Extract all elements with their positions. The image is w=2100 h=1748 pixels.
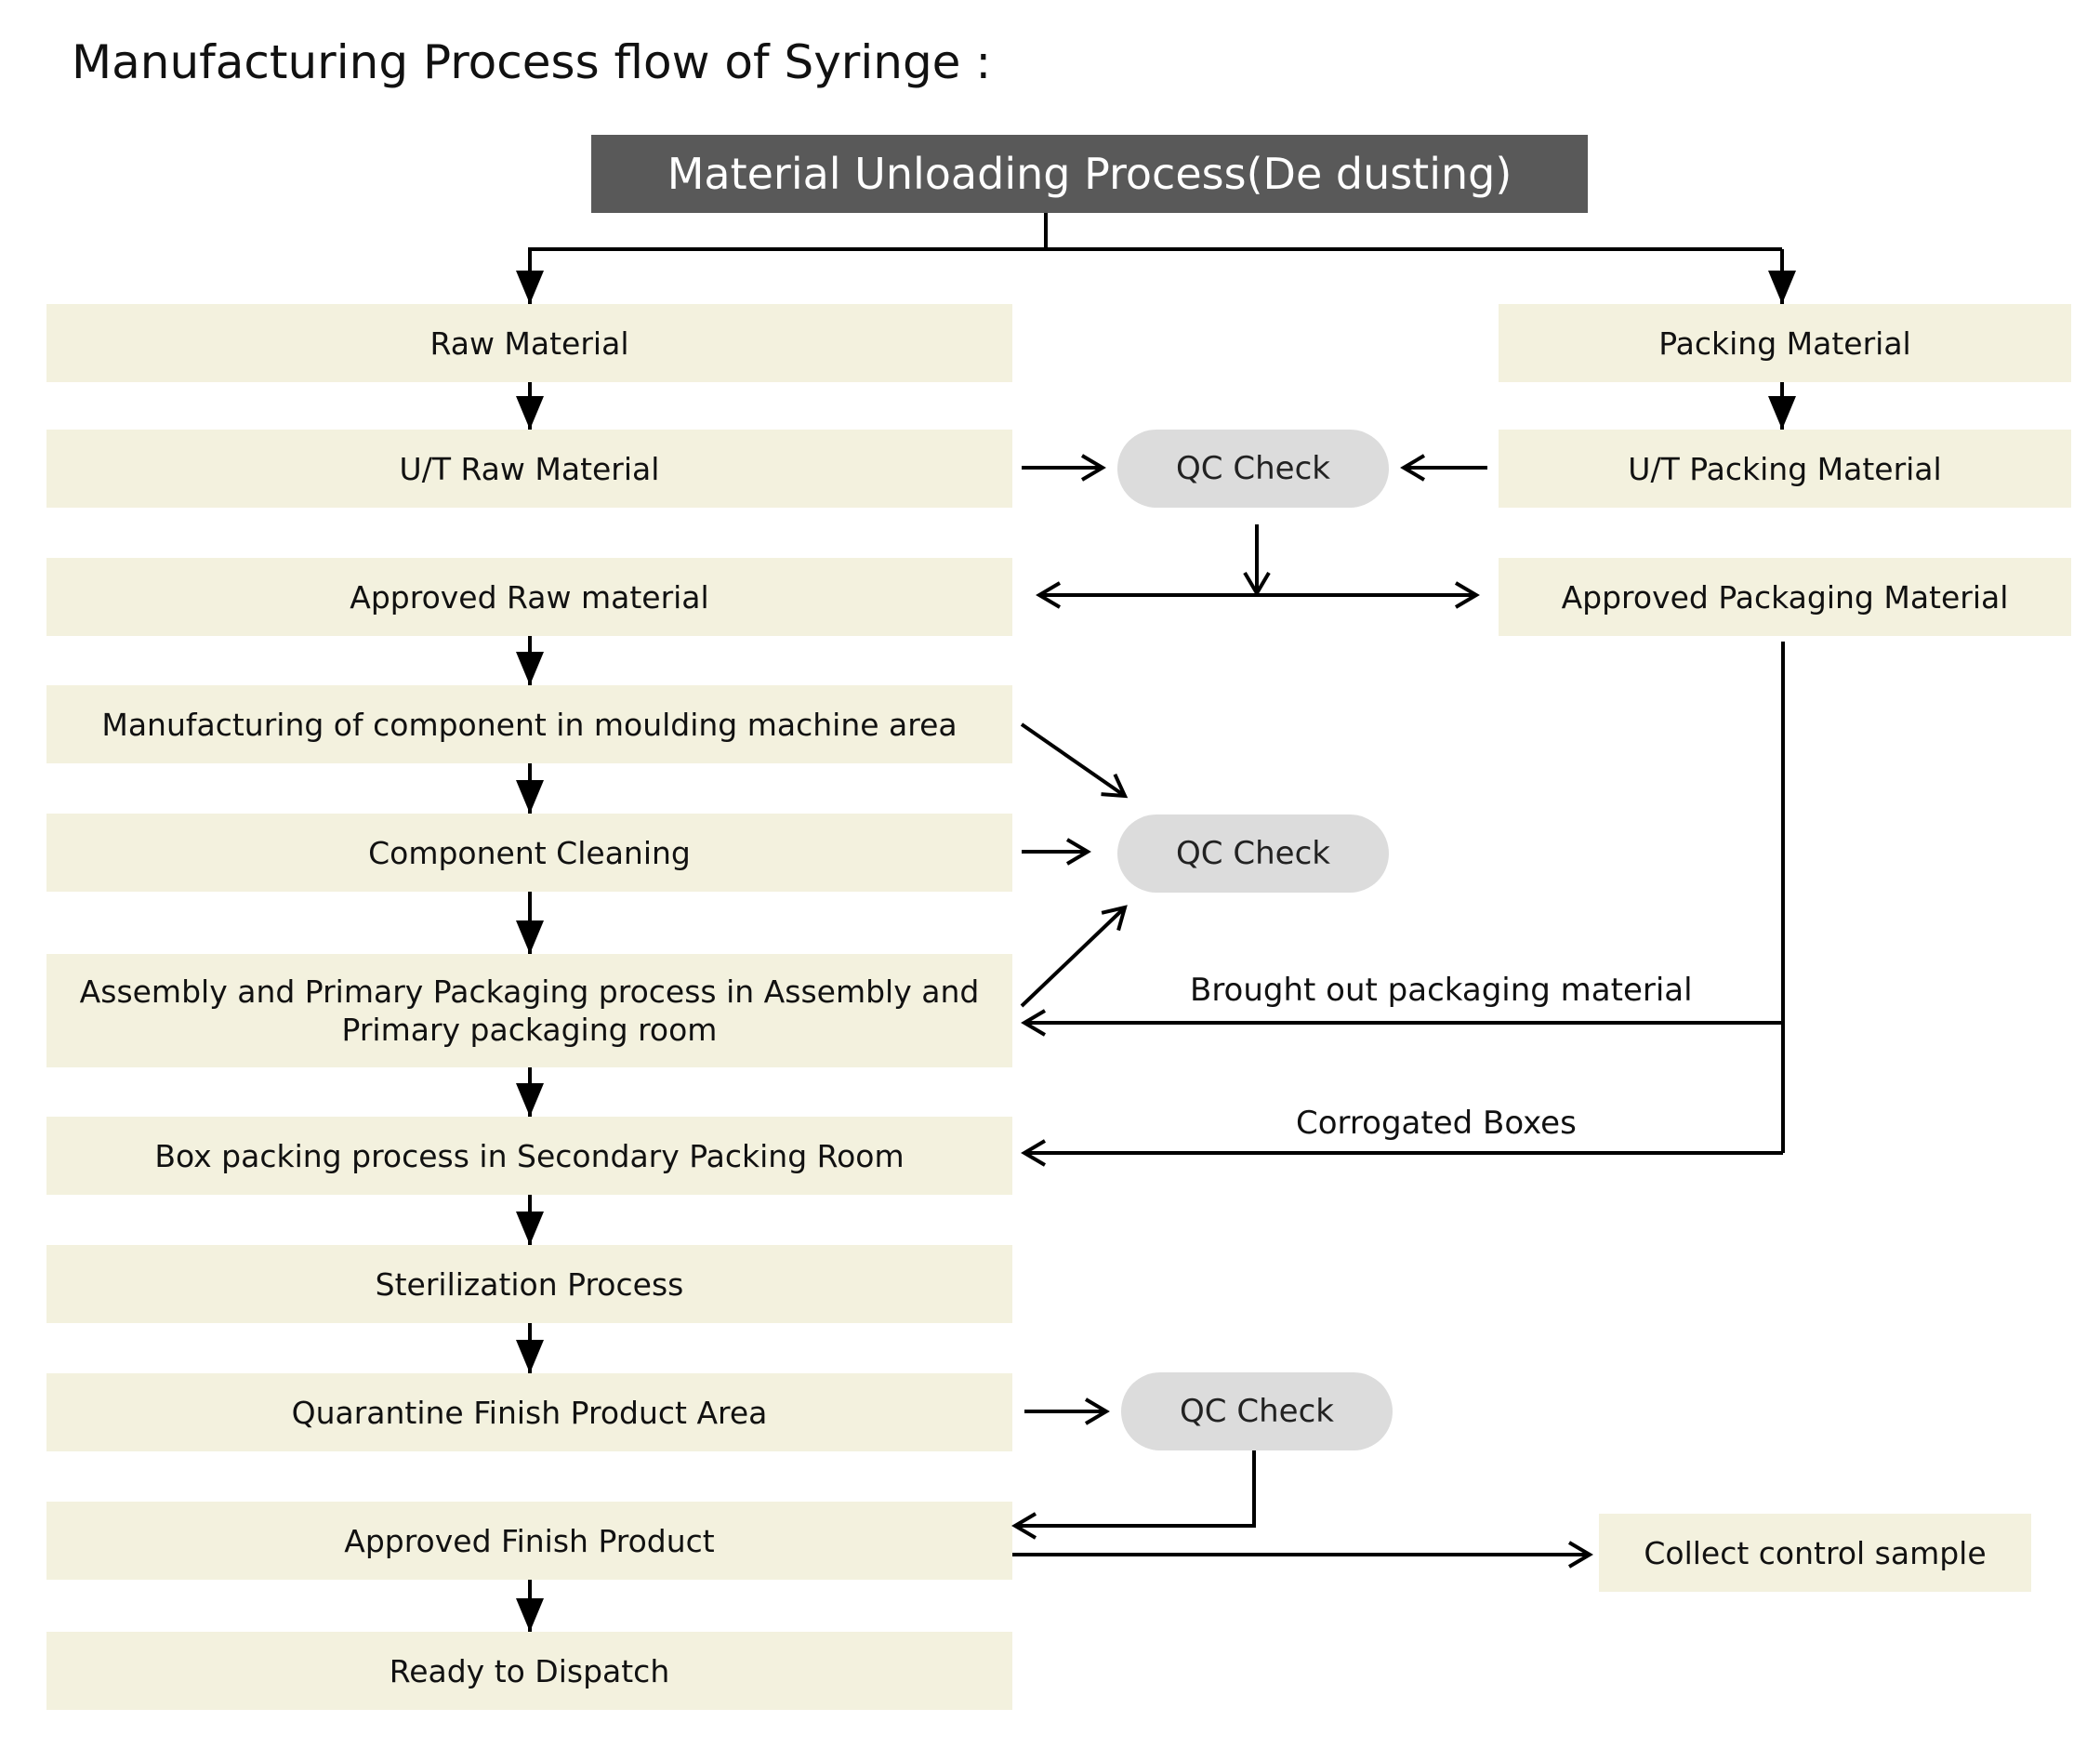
approved-packaging-material-box: Approved Packaging Material	[1499, 558, 2071, 636]
sterilization-label: Sterilization Process	[375, 1265, 684, 1303]
component-cleaning-box: Component Cleaning	[46, 814, 1012, 892]
component-cleaning-label: Component Cleaning	[368, 834, 691, 871]
arrow-manufacturing-to-qc	[1020, 722, 1129, 799]
assembly-packaging-box: Assembly and Primary Packaging process i…	[46, 954, 1012, 1067]
packing-material-box: Packing Material	[1499, 304, 2071, 382]
box-packing-box: Box packing process in Secondary Packing…	[46, 1117, 1012, 1195]
raw-material-box: Raw Material	[46, 304, 1012, 382]
collect-control-sample-label: Collect control sample	[1644, 1534, 1987, 1571]
approved-raw-material-box: Approved Raw material	[46, 558, 1012, 636]
ut-packing-material-box: U/T Packing Material	[1499, 430, 2071, 508]
assembly-packaging-label-line2: Primary packaging room	[341, 1012, 718, 1048]
manufacturing-component-label: Manufacturing of component in moulding m…	[101, 706, 958, 743]
qc-check-label: QC Check	[1176, 450, 1330, 487]
sterilization-box: Sterilization Process	[46, 1245, 1012, 1323]
arrow-qc-to-approved-finish	[1011, 1450, 1256, 1540]
qc-check-raw-packing: QC Check	[1117, 430, 1389, 508]
quarantine-label: Quarantine Finish Product Area	[291, 1394, 768, 1431]
arrow-assembly-to-qc	[1020, 905, 1128, 1008]
approved-finish-product-label: Approved Finish Product	[344, 1522, 715, 1559]
diagram-title: Manufacturing Process flow of Syringe :	[72, 35, 992, 89]
qc-check-label: QC Check	[1180, 1393, 1334, 1430]
brought-out-packaging-label: Brought out packaging material	[1190, 972, 1693, 1009]
corrogated-boxes-label: Corrogated Boxes	[1296, 1105, 1577, 1142]
ready-to-dispatch-label: Ready to Dispatch	[389, 1652, 670, 1689]
packing-material-label: Packing Material	[1658, 324, 1911, 362]
approved-packaging-material-label: Approved Packaging Material	[1561, 578, 2009, 616]
raw-material-label: Raw Material	[429, 324, 629, 362]
collect-control-sample-box: Collect control sample	[1599, 1514, 2031, 1592]
qc-check-finish-product: QC Check	[1121, 1372, 1393, 1450]
box-packing-label: Box packing process in Secondary Packing…	[154, 1137, 905, 1174]
approved-finish-product-box: Approved Finish Product	[46, 1502, 1012, 1580]
ready-to-dispatch-box: Ready to Dispatch	[46, 1632, 1012, 1710]
assembly-packaging-label-line1: Assembly and Primary Packaging process i…	[79, 973, 980, 1010]
quarantine-box: Quarantine Finish Product Area	[46, 1373, 1012, 1451]
qc-check-label: QC Check	[1176, 835, 1330, 872]
ut-packing-material-label: U/T Packing Material	[1628, 450, 1942, 487]
qc-check-in-process: QC Check	[1117, 814, 1389, 893]
material-unloading-header: Material Unloading Process(De dusting)	[591, 135, 1588, 213]
approved-raw-material-label: Approved Raw material	[350, 578, 709, 616]
material-unloading-label: Material Unloading Process(De dusting)	[667, 149, 1512, 199]
ut-raw-material-box: U/T Raw Material	[46, 430, 1012, 508]
ut-raw-material-label: U/T Raw Material	[399, 450, 660, 487]
manufacturing-component-box: Manufacturing of component in moulding m…	[46, 685, 1012, 763]
